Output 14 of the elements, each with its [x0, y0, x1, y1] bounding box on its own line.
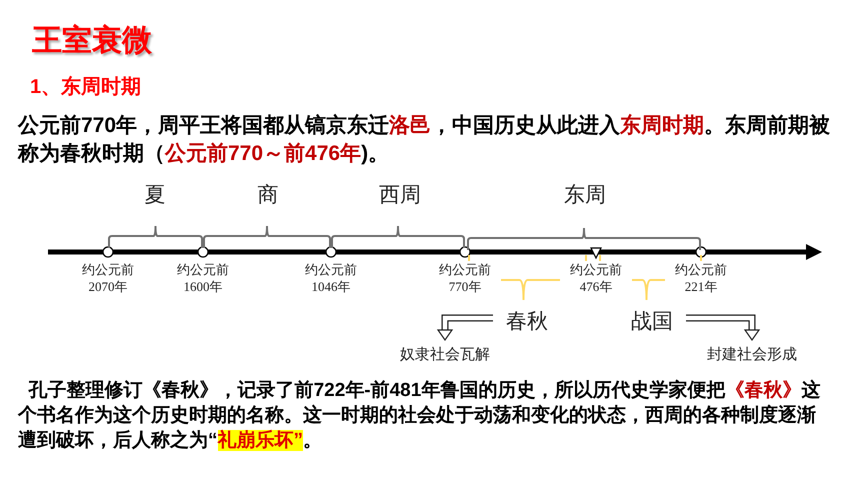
date-label: 约公元前 476年	[560, 261, 632, 295]
section-heading: 1、东周时期	[30, 74, 142, 100]
period-label: 春秋	[497, 309, 557, 335]
outcome-label: 封建社会形成	[692, 342, 812, 368]
period-label: 商	[258, 181, 278, 208]
paragraph: 公元前770年，周平王将国都从镐京东迁洛邑，中国历史从此进入东周时期。东周前期被称为春秋时期（公元前770～前476年)。	[18, 112, 832, 167]
period-label: 西周	[379, 181, 421, 208]
hollow-arrow	[686, 314, 760, 342]
hollow-arrow	[436, 314, 493, 342]
title: 王室衰微	[32, 22, 152, 59]
outcome-label: 奴隶社会瓦解	[385, 342, 505, 368]
period-label: 夏	[144, 181, 166, 208]
period-label: 东周	[564, 181, 606, 208]
period-label: 战国	[622, 309, 682, 335]
